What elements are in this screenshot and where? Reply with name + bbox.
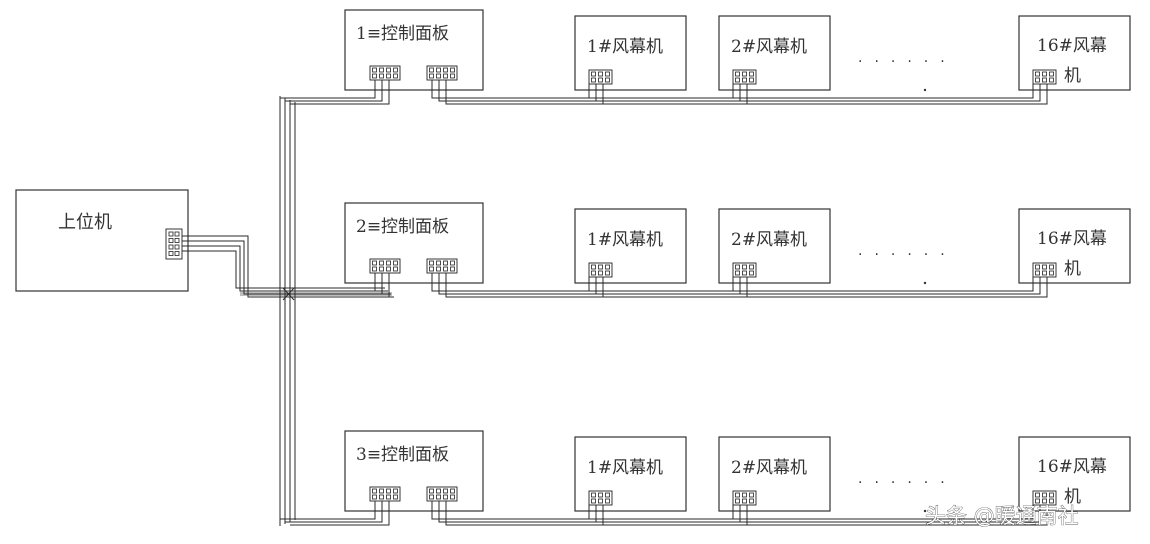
control-panel-3-output-terminal [426,486,458,502]
host-computer-label: 上位机 [58,212,112,233]
row-2-fan-unit-1-terminal [588,262,613,278]
row-3-fan-unit-2-label: 2#风幕机 [731,458,807,478]
row-2-fan-unit-16-label-2: 机 [1064,259,1081,279]
row-1-fan-unit-2-terminal [732,69,757,85]
trunk-cable [279,96,296,526]
row-1-fan-unit-16-label: 16#风幕 [1037,36,1107,56]
row-1-fan-unit-2: 2#风幕机 [718,15,831,91]
row-1-fan-unit-1: 1#风幕机 [574,15,687,91]
row-1-fan-unit-1-label: 1#风幕机 [587,37,663,57]
host-terminal [165,228,183,260]
control-panel-3-label: 3≡控制面板 [356,445,449,465]
row-2-fan-unit-1: 1#风幕机 [574,208,687,284]
row-1-fan-unit-16: 16#风幕机 [1018,15,1131,91]
control-panel-2-output-terminal [426,258,458,274]
row-3-fan-unit-16-label-2: 机 [1064,487,1081,507]
row-2-ellipsis: ...... [858,243,957,259]
row-3-fan-unit-16-terminal [1032,490,1057,506]
row-1-fan-unit-16-label-2: 机 [1064,66,1081,86]
row-2-fan-unit-16: 16#风幕机 [1018,208,1131,284]
row-1: 1≡控制面板 1#风幕机 2#风幕机 16#风幕机...... [280,9,1131,105]
row-3-fan-unit-2: 2#风幕机 [718,436,831,512]
control-panel-1-label: 1≡控制面板 [356,24,449,44]
row-2-fan-unit-16-terminal [1032,262,1057,278]
row-2-fan-unit-2-label: 2#风幕机 [731,230,807,250]
control-panel-1-output-terminal [426,65,458,81]
row-1-fan-unit-16-terminal [1032,69,1057,85]
host-computer: 上位机 [15,189,189,292]
row-2-fan-unit-1-label: 1#风幕机 [587,230,663,250]
control-panel-3: 3≡控制面板 [344,430,484,512]
row-3-fan-unit-16-label: 16#风幕 [1037,457,1107,477]
row-2-fan-unit-2-terminal [732,262,757,278]
row-3-fan-unit-2-terminal [732,490,757,506]
row-1-fan-unit-1-terminal [588,69,613,85]
control-panel-3-input-terminal [369,486,401,502]
control-panel-2-input-terminal [369,258,401,274]
control-panel-2: 2≡控制面板 [344,202,484,284]
row-3-ellipsis: ...... [858,471,957,487]
control-panel-1-input-terminal [369,65,401,81]
control-panel-1: 1≡控制面板 [344,9,484,91]
row-3-fan-unit-1: 1#风幕机 [574,436,687,512]
row-2-fan-unit-2: 2#风幕机 [718,208,831,284]
control-panel-2-label: 2≡控制面板 [356,217,449,237]
row-3-fan-unit-1-terminal [588,490,613,506]
row-2: 2≡控制面板 1#风幕机 2#风幕机 16#风幕机...... [280,202,1131,298]
row-3-fan-unit-16: 16#风幕机 [1018,436,1131,512]
row-3-fan-unit-1-label: 1#风幕机 [587,458,663,478]
row-2-fan-unit-16-label: 16#风幕 [1037,229,1107,249]
watermark: 头条 @暖通南社 [925,504,1079,528]
row-1-ellipsis: ...... [858,50,957,66]
row-3: 3≡控制面板 1#风幕机 2#风幕机 16#风幕机...... [280,430,1131,526]
row-1-fan-unit-2-label: 2#风幕机 [731,37,807,57]
